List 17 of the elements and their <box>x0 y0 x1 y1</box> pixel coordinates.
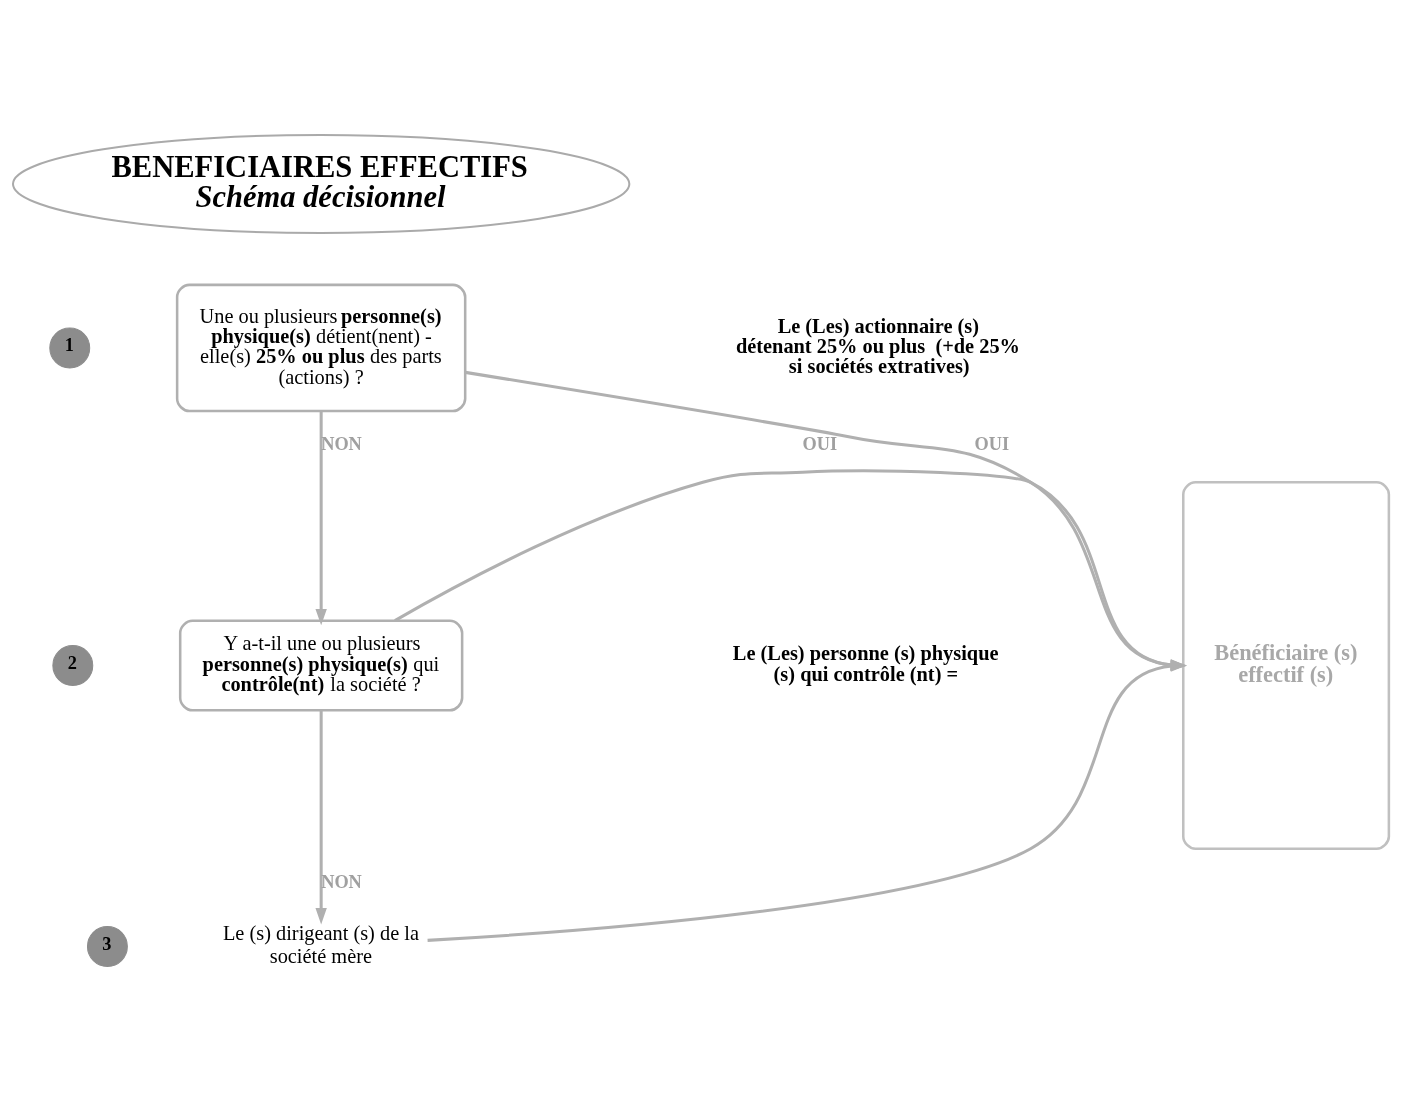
node-box: Y a-t-il une ou plusieurs personne(s) physique(s) qui contrôle(nt) la société ? <box>178 619 463 712</box>
edge-label: OUI <box>974 434 1009 455</box>
node-box: Bénéficiaire (s) effectif (s) <box>1181 481 1390 850</box>
node-text: Le (s) dirigeant (s) de la société mère <box>222 922 419 967</box>
node-box: Une ou plusieurs personne(s) physique(s) détient(nent) - elle(s) 25% ou plus des parts (actions) ? <box>175 283 466 413</box>
label: Le (Les) actionnaire (s) détenant 25% ou plus (+de 25% si sociétés extratives) <box>735 314 1020 378</box>
arrow <box>393 469 1187 671</box>
arrow <box>314 710 327 925</box>
arrow <box>464 370 1187 671</box>
node-circle: 1 <box>48 327 90 369</box>
edge-label: OUI <box>802 434 837 455</box>
label: Le (Les) personne (s) physique (s) qui contrôle (nt) = <box>732 642 998 685</box>
node-circle: 3 <box>86 926 128 967</box>
arrow <box>427 660 1187 942</box>
arrow <box>314 411 327 626</box>
node-ellipse: BENEFICIAIRES EFFECTIFS Schéma décisionnel <box>11 133 630 235</box>
node-circle: 2 <box>51 645 93 686</box>
